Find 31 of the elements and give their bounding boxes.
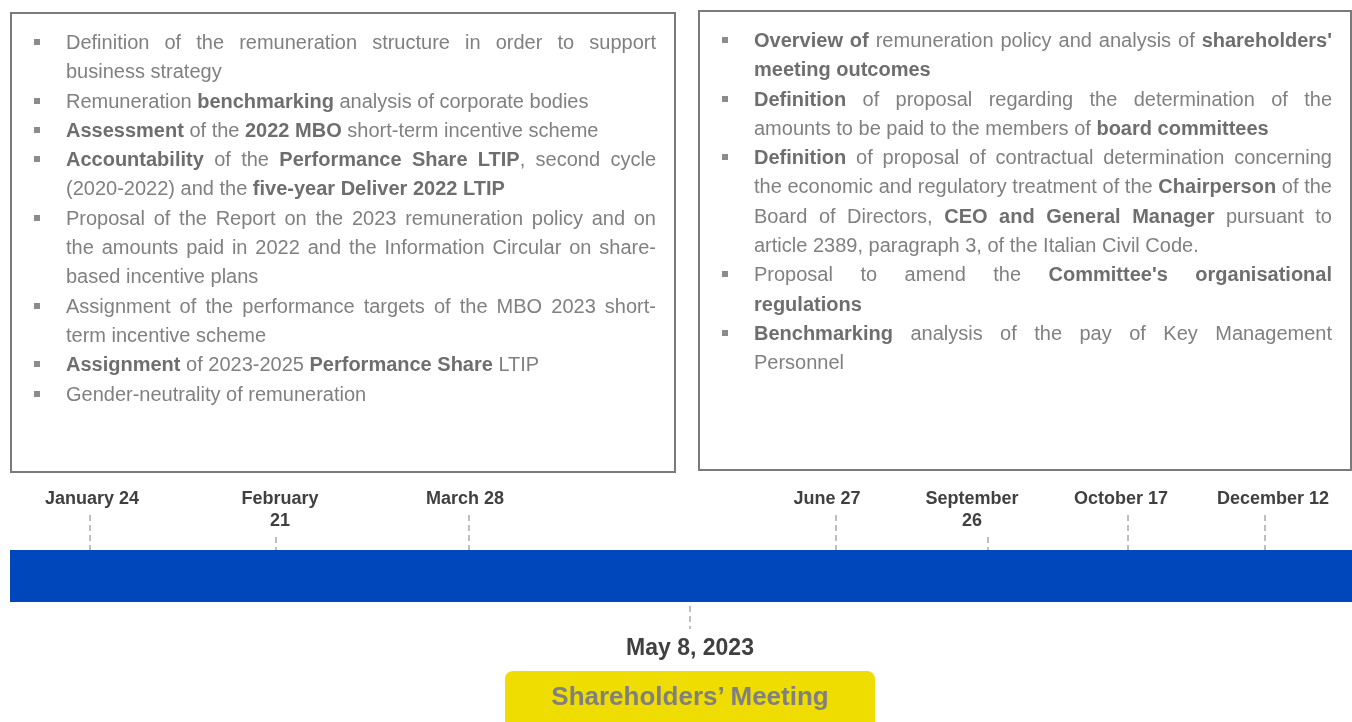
- activity-panel: [10, 12, 676, 473]
- date-label: September 26: [914, 487, 1030, 531]
- bullet-text: Benchmarking analysis of the pay of Key Management Personnel: [754, 320, 1332, 376]
- tick-connector: [275, 536, 277, 551]
- date-label: October 17: [1051, 487, 1191, 509]
- bullet-text: Accountability of the Performance Share LTIP, second cycle (2020-2022) and the five-year Deliver 2022 LTIP: [66, 147, 656, 202]
- tick-connector: [468, 514, 470, 551]
- bullet-text: Assessment of the 2022 MBO short-term incentive scheme: [66, 117, 599, 143]
- tick-connector: [89, 514, 91, 551]
- bullet-text: Overview of remuneration policy and analysis of shareholders' meeting outcomes: [754, 28, 1332, 83]
- bullet-text: Remuneration benchmarking analysis of corporate bodies: [66, 88, 589, 114]
- meeting-date: May 8, 2023: [570, 633, 810, 661]
- bullet-text: Definition of proposal of contractual determination concerning the economic and regulatory treatment of the Chairperson of the Board of Directors, CEO and General Manager pursuant to article 2389, paragraph 3, of the Italian Civil Code.: [754, 145, 1332, 259]
- bullet-text: Proposal to amend the Committee's organisational regulations: [754, 262, 1332, 317]
- bullet-text: Proposal of the Report on the 2023 remuneration policy and on the amounts paid in 2022 and the Information Circular on share-based incentive plans: [66, 205, 656, 290]
- tick-connector: [1127, 514, 1129, 551]
- bullet-text: Definition of proposal regarding the determination of the amounts to be paid to the members of board committees: [754, 86, 1332, 141]
- tick-connector: [689, 605, 691, 630]
- date-label: December 12: [1198, 487, 1348, 509]
- event-box: Shareholders’ Meeting: [505, 671, 875, 722]
- date-label: February 21: [234, 487, 326, 531]
- date-label: June 27: [767, 487, 887, 509]
- date-label: March 28: [400, 487, 530, 509]
- tick-connector: [1264, 514, 1266, 551]
- date-label: January 24: [27, 487, 157, 509]
- bullet-text: Gender-neutrality of remuneration: [66, 381, 367, 407]
- tick-connector: [987, 536, 989, 551]
- timeline-bar: [10, 550, 1352, 602]
- tick-connector: [835, 514, 837, 551]
- bullet-text: Assignment of 2023-2025 Performance Share LTIP: [66, 352, 540, 378]
- activity-panel: [698, 10, 1352, 471]
